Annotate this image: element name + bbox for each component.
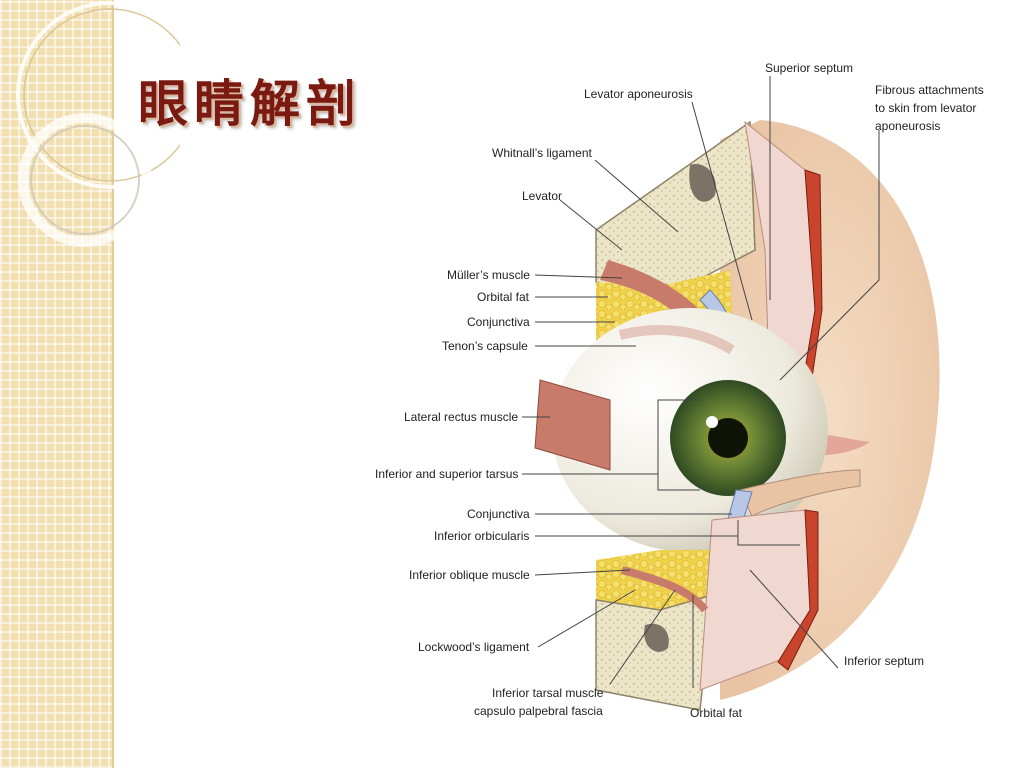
label-inferior-orbicularis: Inferior orbicularis (434, 529, 529, 543)
label-conjunctiva-bottom: Conjunctiva (467, 507, 530, 521)
label-inferior-septum: Inferior septum (844, 654, 924, 668)
label-mullers-muscle: Müller’s muscle (447, 268, 530, 282)
label-fibrous-attachments-3: aponeurosis (875, 119, 940, 133)
leader-lines (522, 76, 880, 688)
lateral-rectus-muscle (534, 379, 611, 471)
label-lockwoods-ligament: Lockwood’s ligament (418, 640, 530, 654)
decorative-rings (16, 1, 180, 247)
orbicularis-bracket (737, 520, 800, 546)
label-superior-septum: Superior septum (765, 61, 853, 75)
diagram-labels: Superior septum Levator aponeurosis Fibr… (375, 61, 984, 720)
label-inferior-superior-tarsus: Inferior and superior tarsus (375, 467, 518, 481)
label-lateral-rectus-muscle: Lateral rectus muscle (404, 410, 518, 424)
label-conjunctiva-top: Conjunctiva (467, 315, 530, 329)
label-levator-aponeurosis: Levator aponeurosis (584, 87, 693, 101)
label-orbital-fat-bottom: Orbital fat (690, 706, 743, 720)
slide-title: 眼睛解剖 (138, 74, 362, 133)
lower-orbit (595, 469, 861, 711)
label-whitnalls-ligament: Whitnall’s ligament (492, 146, 592, 160)
label-orbital-fat-top: Orbital fat (477, 290, 530, 304)
label-tenons-capsule: Tenon’s capsule (442, 339, 528, 353)
tarsus-bracket (657, 399, 700, 491)
label-fibrous-attachments-2: to skin from levator (875, 101, 976, 115)
eye-anatomy-diagram: Superior septum Levator aponeurosis Fibr… (375, 61, 984, 720)
label-inferior-tarsal-muscle-2: capsulo palpebral fascia (474, 704, 603, 718)
label-inferior-tarsal-muscle-1: Inferior tarsal muscle (492, 686, 604, 700)
label-levator: Levator (522, 189, 562, 203)
label-inferior-oblique-muscle: Inferior oblique muscle (409, 568, 530, 582)
label-fibrous-attachments-1: Fibrous attachments (875, 83, 984, 97)
